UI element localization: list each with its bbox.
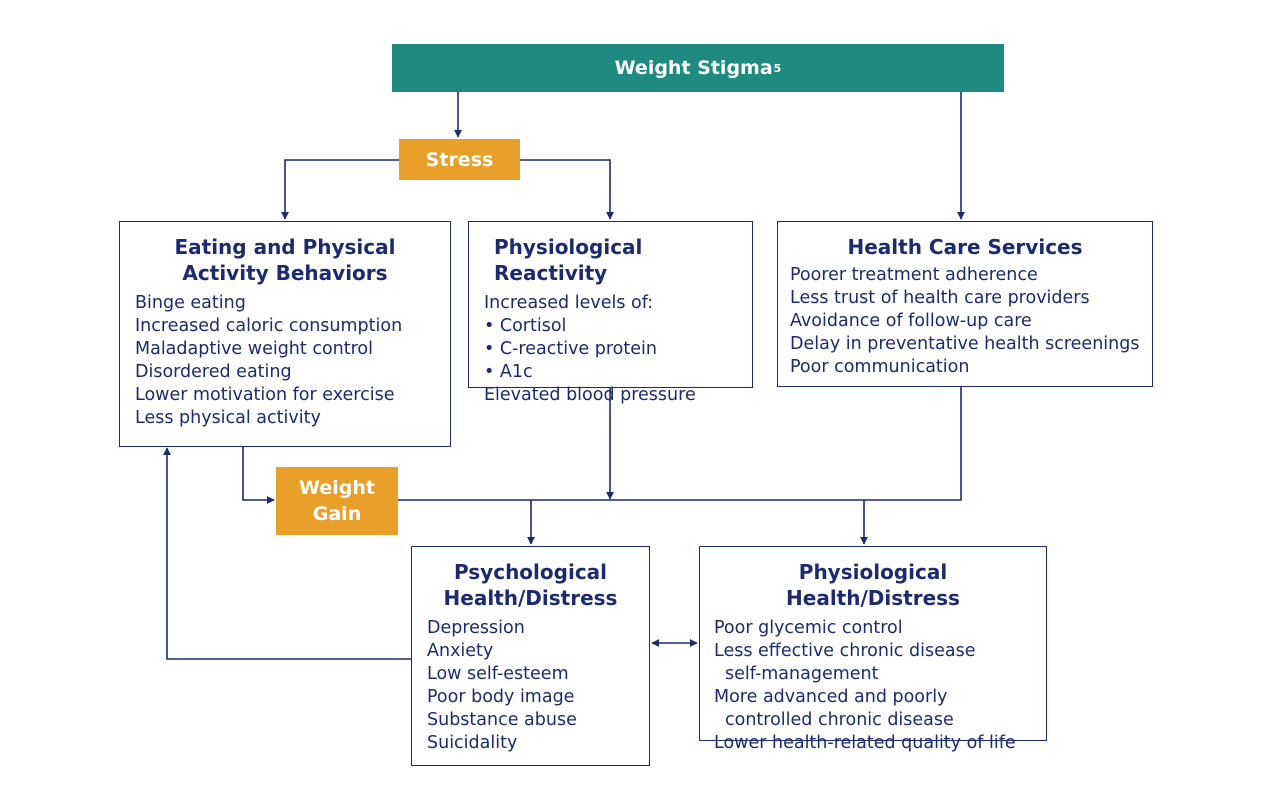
list-item: Poor body image bbox=[427, 687, 575, 707]
psychological-health-box: Psychological Health/Distress Depression… bbox=[411, 546, 650, 766]
list-item: Elevated blood pressure bbox=[484, 385, 696, 405]
arrow-eating-to-weight-gain bbox=[242, 446, 275, 504]
physiological-health-box: Physiological Health/Distress Poor glyce… bbox=[699, 546, 1047, 753]
eating-activity-title-line2: Activity Behaviors bbox=[182, 261, 388, 285]
arrow-psych-feedback-to-eating bbox=[163, 447, 411, 660]
list-item: Poorer treatment adherence bbox=[790, 265, 1038, 285]
list-item: • Cortisol bbox=[484, 316, 567, 336]
weight-gain-label-line1: Weight bbox=[299, 477, 375, 499]
list-item: Low self-esteem bbox=[427, 664, 569, 684]
list-item: Increased caloric consumption bbox=[135, 316, 403, 336]
physiological-reactivity-title: Physiological Reactivity bbox=[494, 235, 643, 285]
psychological-health-title: Psychological Health/Distress bbox=[427, 559, 649, 611]
list-item: Maladaptive weight control bbox=[135, 339, 373, 359]
list-item: Depression bbox=[427, 618, 525, 638]
list-item: controlled chronic disease bbox=[725, 710, 954, 730]
stress-tag: Stress bbox=[399, 139, 520, 180]
physiological-reactivity-list: Increased levels of: • Cortisol • C-reac… bbox=[484, 292, 752, 407]
weight-gain-label-line2: Gain bbox=[312, 503, 362, 525]
weight-stigma-footnote: 5 bbox=[773, 61, 782, 75]
list-item: Substance abuse bbox=[427, 710, 577, 730]
list-item: Less physical activity bbox=[135, 408, 321, 428]
list-item: Poor communication bbox=[790, 357, 970, 377]
health-care-services-title: Health Care Services bbox=[847, 235, 1083, 259]
psychological-health-title-line2: Health/Distress bbox=[443, 586, 618, 610]
list-item: Avoidance of follow-up care bbox=[790, 311, 1032, 331]
health-care-services-list: Poorer treatment adherence Less trust of… bbox=[790, 264, 1152, 379]
stress-label: Stress bbox=[425, 148, 494, 171]
list-item: Increased levels of: bbox=[484, 293, 654, 313]
line-weight-gain-to-health-care bbox=[398, 386, 962, 501]
list-item: Binge eating bbox=[135, 293, 246, 313]
psychological-health-title-line1: Psychological bbox=[453, 560, 608, 584]
list-item: Poor glycemic control bbox=[714, 618, 903, 638]
psychological-health-list: Depression Anxiety Low self-esteem Poor … bbox=[427, 617, 649, 755]
arrow-stress-to-eating bbox=[281, 159, 399, 220]
list-item: Less trust of health care providers bbox=[790, 288, 1090, 308]
list-item: Delay in preventative health screenings bbox=[790, 334, 1140, 354]
list-item: self-management bbox=[725, 664, 879, 684]
list-item: • A1c bbox=[484, 362, 533, 382]
list-item: Disordered eating bbox=[135, 362, 292, 382]
list-item: • C-reactive protein bbox=[484, 339, 657, 359]
list-item: Suicidality bbox=[427, 733, 518, 753]
list-item: Anxiety bbox=[427, 641, 494, 661]
health-care-services-box: Health Care Services Poorer treatment ad… bbox=[777, 221, 1153, 387]
physiological-reactivity-box: Physiological Reactivity Increased level… bbox=[468, 221, 753, 405]
eating-activity-title-line1: Eating and Physical bbox=[174, 235, 396, 259]
list-item: Lower health-related quality of life bbox=[714, 733, 1016, 753]
list-item: Lower motivation for exercise bbox=[135, 385, 395, 405]
physiological-health-title: Physiological Health/Distress bbox=[786, 560, 960, 610]
physiological-health-list: Poor glycemic control Less effective chr… bbox=[714, 617, 1046, 755]
list-item: More advanced and poorly bbox=[714, 687, 948, 707]
eating-activity-title: Eating and Physical Activity Behaviors bbox=[135, 234, 450, 286]
weight-gain-tag: Weight Gain bbox=[276, 467, 398, 535]
list-item: Less effective chronic disease bbox=[714, 641, 976, 661]
eating-activity-list: Binge eating Increased caloric consumpti… bbox=[135, 292, 450, 430]
eating-activity-box: Eating and Physical Activity Behaviors B… bbox=[119, 221, 451, 447]
weight-stigma-title: Weight Stigma bbox=[614, 57, 773, 79]
arrow-stress-to-reactivity bbox=[520, 159, 614, 220]
